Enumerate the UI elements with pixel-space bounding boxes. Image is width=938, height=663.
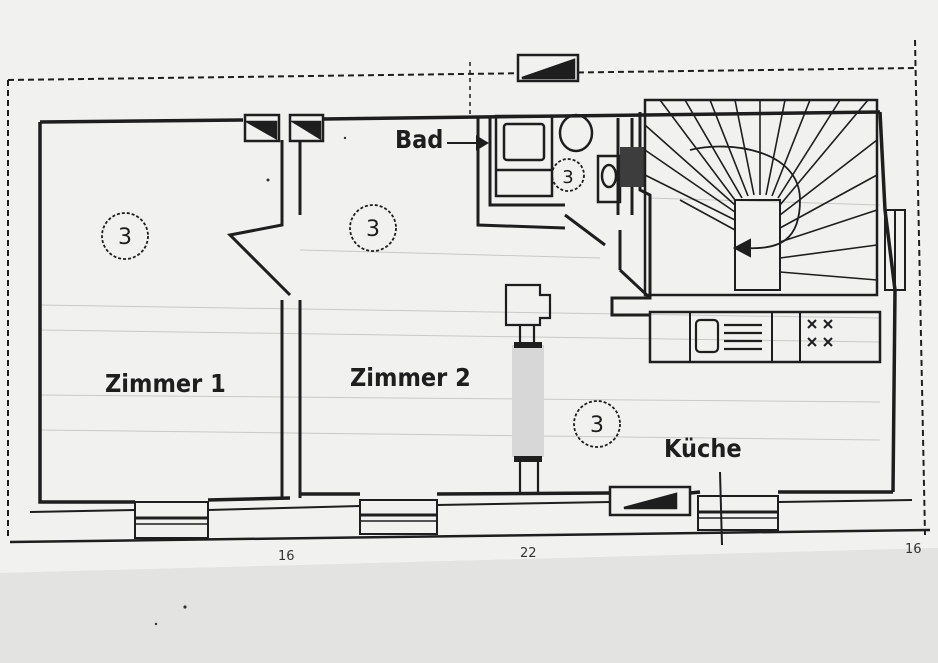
dark-smudge (620, 147, 646, 187)
background-surface (0, 548, 938, 663)
kitchen-fixtures (694, 318, 833, 354)
print-through-lines (39, 197, 881, 441)
central-column (504, 283, 552, 495)
stair-treads (644, 99, 878, 281)
stove-icon (807, 319, 833, 347)
room-markers (101, 158, 621, 448)
room-marker-zimmer1-circle (101, 212, 149, 260)
kitchen-sink-icon (694, 318, 762, 354)
dimension-label-right: 16 (905, 542, 922, 557)
chimney-top (516, 53, 580, 83)
room-label-kueche: Küche (664, 434, 742, 463)
plot-boundary (7, 39, 926, 540)
room-marker-bad: 3 (562, 167, 573, 188)
window-stair (884, 209, 906, 291)
room-label-zimmer-1: Zimmer 1 (105, 369, 226, 398)
interior-walls (226, 112, 882, 498)
room-marker-bad-circle (551, 158, 585, 192)
room-label-zimmer-2: Zimmer 2 (350, 363, 471, 392)
sink-icon (558, 113, 594, 153)
stair-walkline (689, 145, 801, 250)
bathtub-icon (494, 114, 554, 198)
chimney-bottom (608, 485, 692, 517)
staircase (643, 98, 879, 297)
chimney-blocks (243, 53, 692, 517)
stair-arrow-icon (732, 238, 751, 258)
scan-specks (154, 136, 347, 626)
room-marker-zimmer1: 3 (118, 225, 132, 250)
dimension-label-left: 16 (278, 549, 295, 564)
window-zimmer-2 (359, 499, 438, 535)
window-kueche (697, 495, 779, 531)
dimension-line (719, 471, 723, 546)
room-marker-zimmer2: 3 (366, 217, 380, 242)
bathroom-fixtures (494, 113, 646, 204)
chimney-left-a (243, 113, 281, 143)
bad-pointer (447, 135, 489, 151)
room-marker-kueche-circle (573, 400, 621, 448)
exterior-walls (9, 110, 931, 544)
paper-sheet (0, 0, 938, 573)
dimension-label-middle: 22 (520, 546, 537, 561)
room-marker-zimmer2-circle (349, 204, 397, 252)
room-marker-kueche: 3 (590, 413, 604, 438)
chimney-left-b (288, 113, 325, 143)
room-label-bad: Bad (395, 125, 443, 154)
window-zimmer-1 (134, 501, 209, 539)
windows (134, 209, 906, 539)
